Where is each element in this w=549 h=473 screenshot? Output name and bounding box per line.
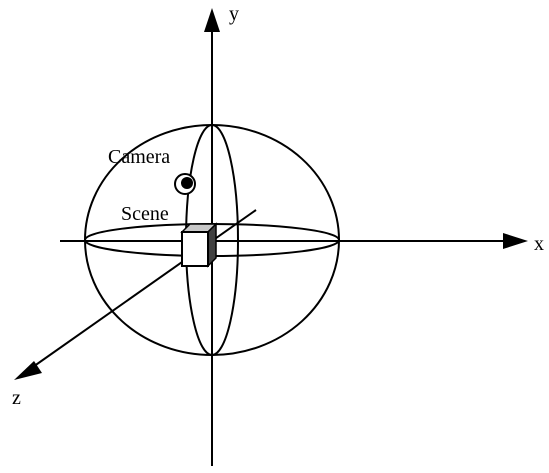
camera-label: Camera	[108, 146, 170, 168]
scene-label: Scene	[121, 203, 169, 225]
z-axis-line	[29, 209, 257, 370]
scene-cube-front-face	[181, 231, 209, 267]
camera-marker	[174, 173, 196, 195]
scene-cube-side-face	[207, 222, 217, 268]
z-axis-arrowhead	[14, 361, 42, 380]
x-axis-label: x	[534, 233, 544, 255]
scene-cube	[180, 222, 218, 268]
camera-dot	[181, 177, 193, 189]
y-axis-label: y	[229, 3, 239, 25]
y-axis-arrowhead	[204, 8, 220, 32]
x-axis-arrowhead	[503, 233, 528, 249]
z-axis-label: z	[12, 387, 21, 409]
